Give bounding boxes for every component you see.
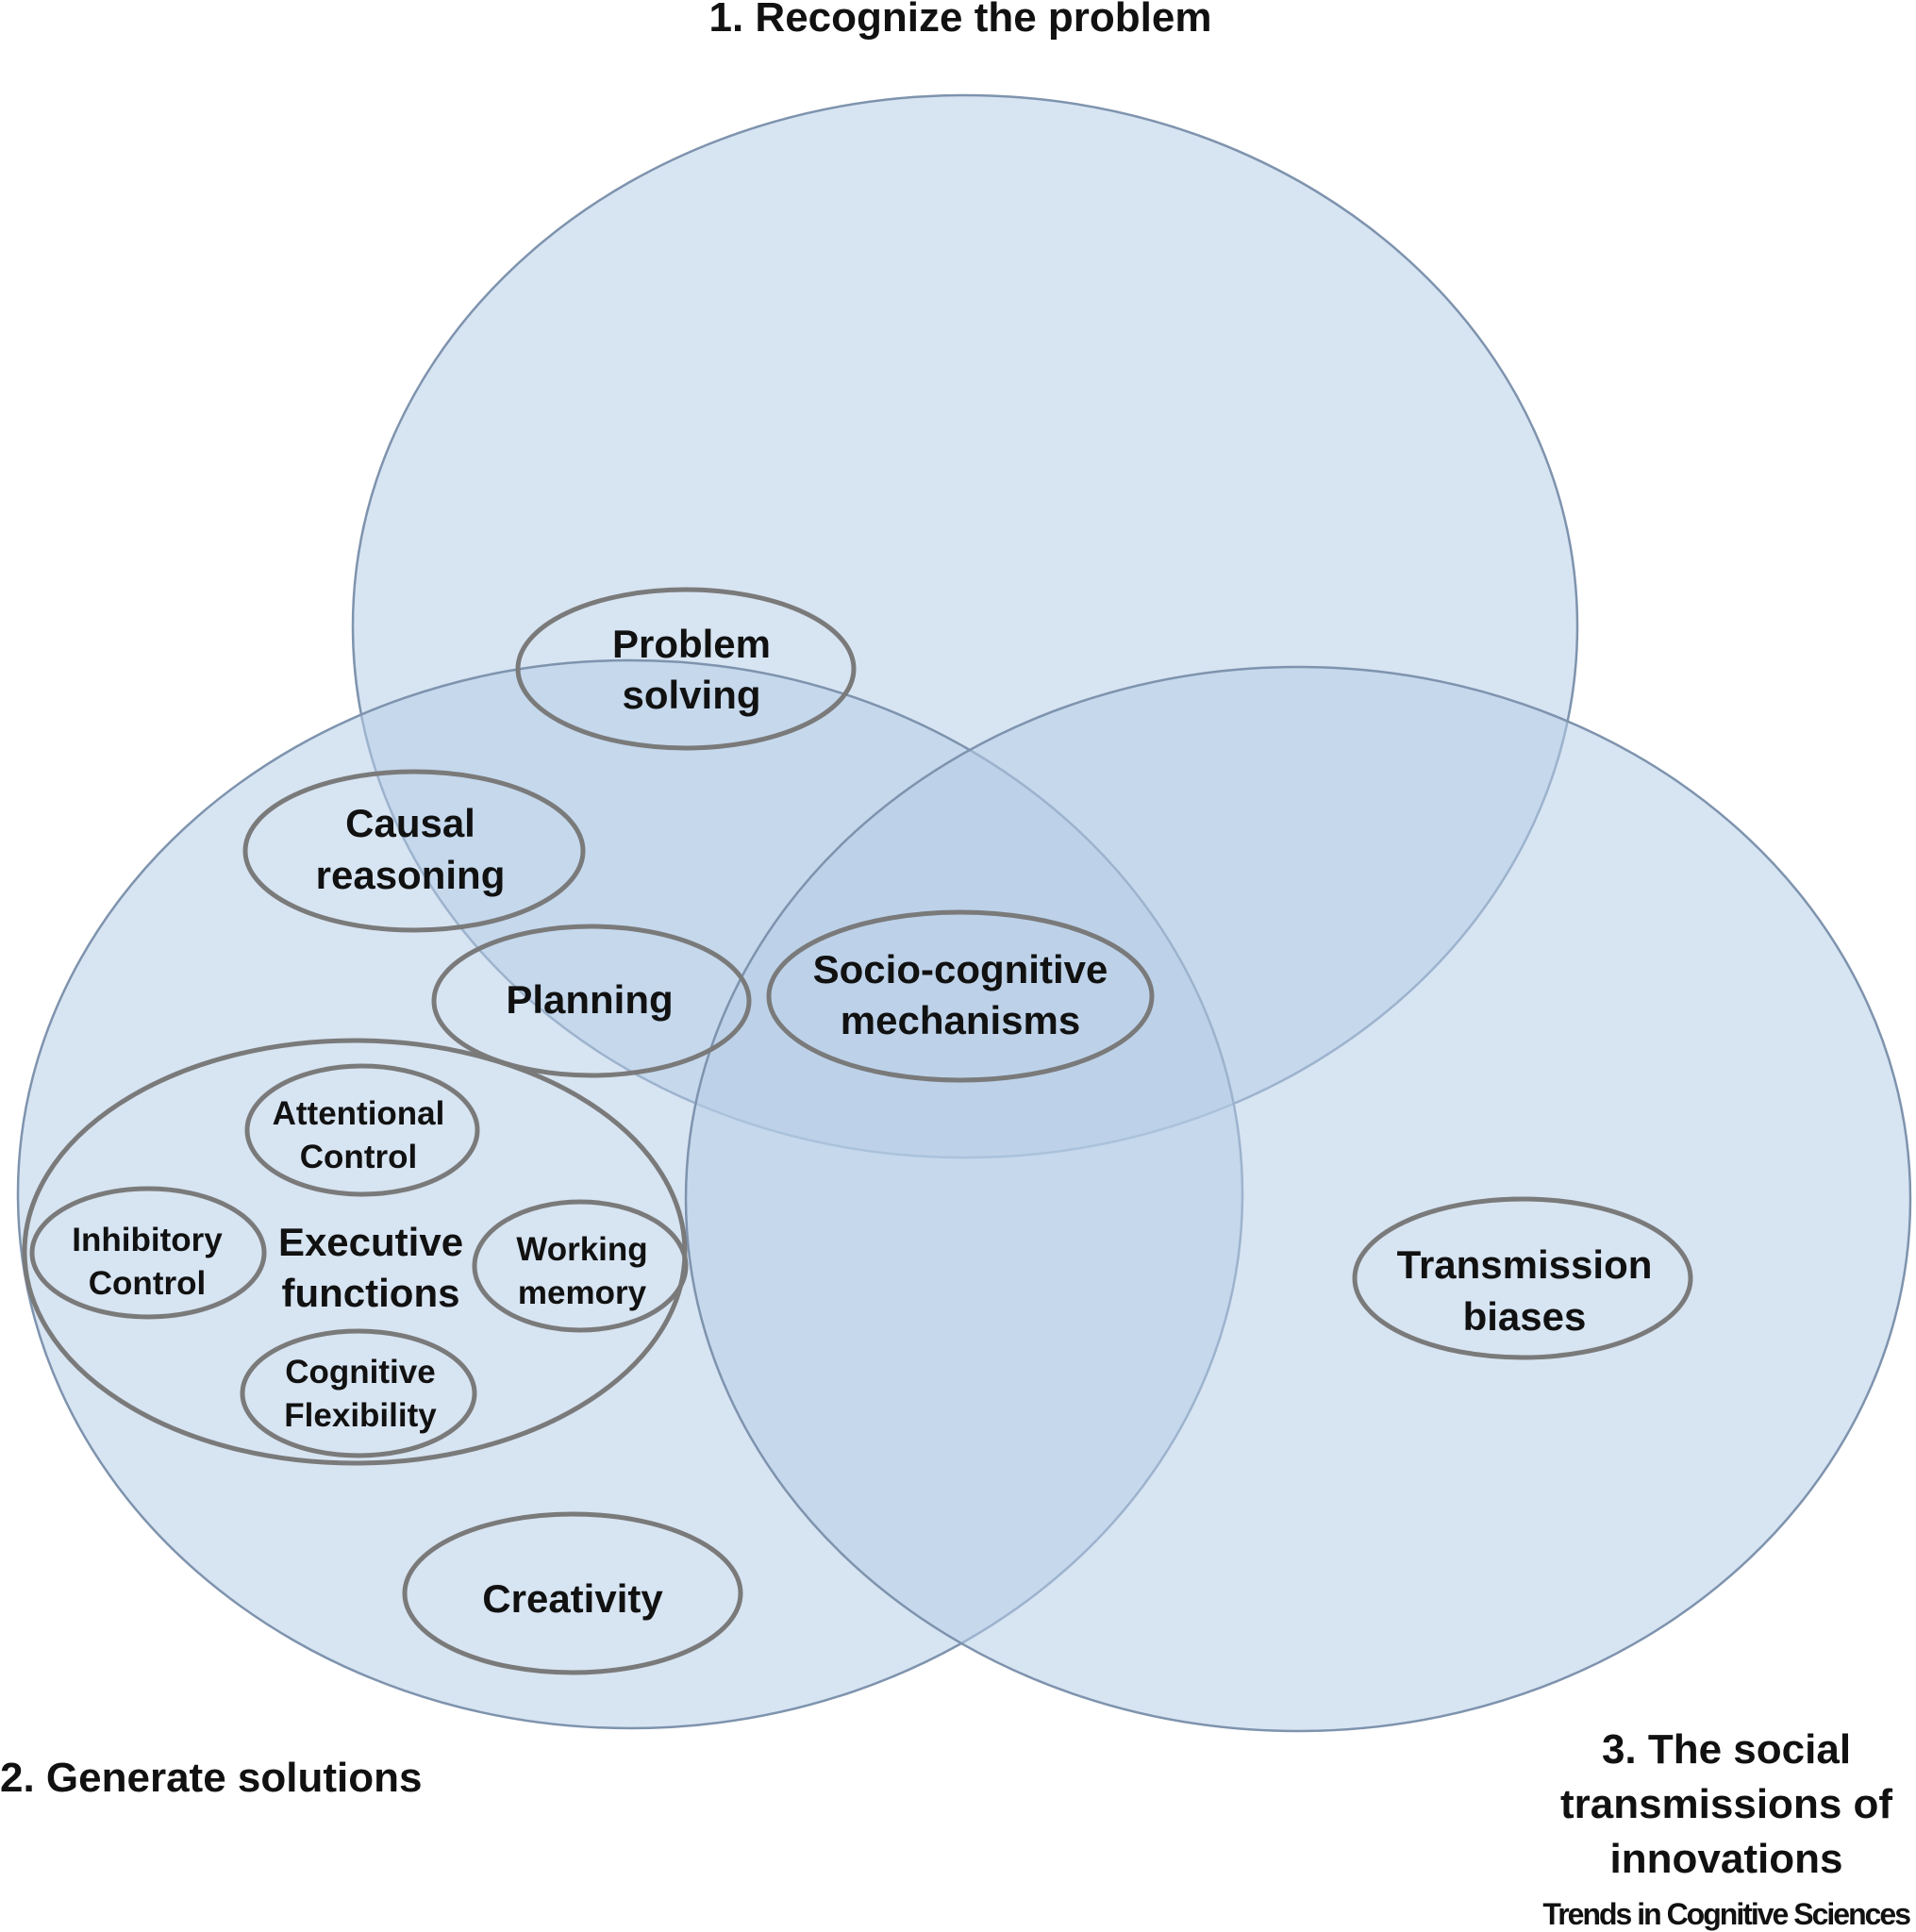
label-problem-solving-2: solving [622,673,760,717]
label-socio-cognitive-2: mechanisms [841,998,1080,1042]
label-executive-functions-2: functions [282,1271,460,1315]
stage-title-generate: 2. Generate solutions [0,1755,422,1801]
stage-title-social-line1: 3. The social [1602,1726,1851,1773]
label-transmission-biases-2: biases [1463,1294,1587,1339]
label-causal-reasoning-2: reasoning [316,853,506,897]
oval-problem-solving [515,587,857,751]
oval-working-memory [472,1199,689,1333]
label-socio-cognitive-1: Socio-cognitive [813,947,1108,991]
circle-social-transmission [684,665,1912,1733]
stage-title-recognize: 1. Recognize the problem [709,0,1212,41]
oval-cognitive-flexibility [240,1328,477,1458]
label-planning: Planning [506,977,673,1022]
label-working-memory-1: Working [516,1231,647,1268]
label-attentional-control-1: Attentional [273,1095,445,1132]
oval-transmission-biases [1352,1196,1693,1360]
label-working-memory-2: memory [518,1274,647,1311]
label-transmission-biases-1: Transmission [1397,1242,1653,1287]
label-cognitive-flexibility-1: Cognitive [285,1354,435,1391]
label-causal-reasoning-1: Causal [345,801,475,845]
stage-title-social-line3: innovations [1610,1836,1843,1882]
label-executive-functions-1: Executive [278,1220,463,1264]
stage-title-social-line2: transmissions of [1560,1781,1892,1827]
journal-credit: Trends in Cognitive Sciences [1542,1897,1910,1931]
label-creativity: Creativity [482,1576,663,1621]
label-attentional-control-2: Control [300,1139,417,1175]
oval-socio-cognitive [766,909,1155,1083]
oval-planning [431,924,752,1078]
label-problem-solving-1: Problem [612,622,771,666]
label-inhibitory-control-1: Inhibitory [72,1222,223,1258]
oval-inhibitory-control [29,1186,267,1320]
oval-attentional-control [244,1063,480,1197]
oval-causal-reasoning [242,769,586,933]
label-cognitive-flexibility-2: Flexibility [284,1397,437,1434]
oval-creativity [402,1511,743,1675]
label-inhibitory-control-2: Control [89,1265,206,1302]
